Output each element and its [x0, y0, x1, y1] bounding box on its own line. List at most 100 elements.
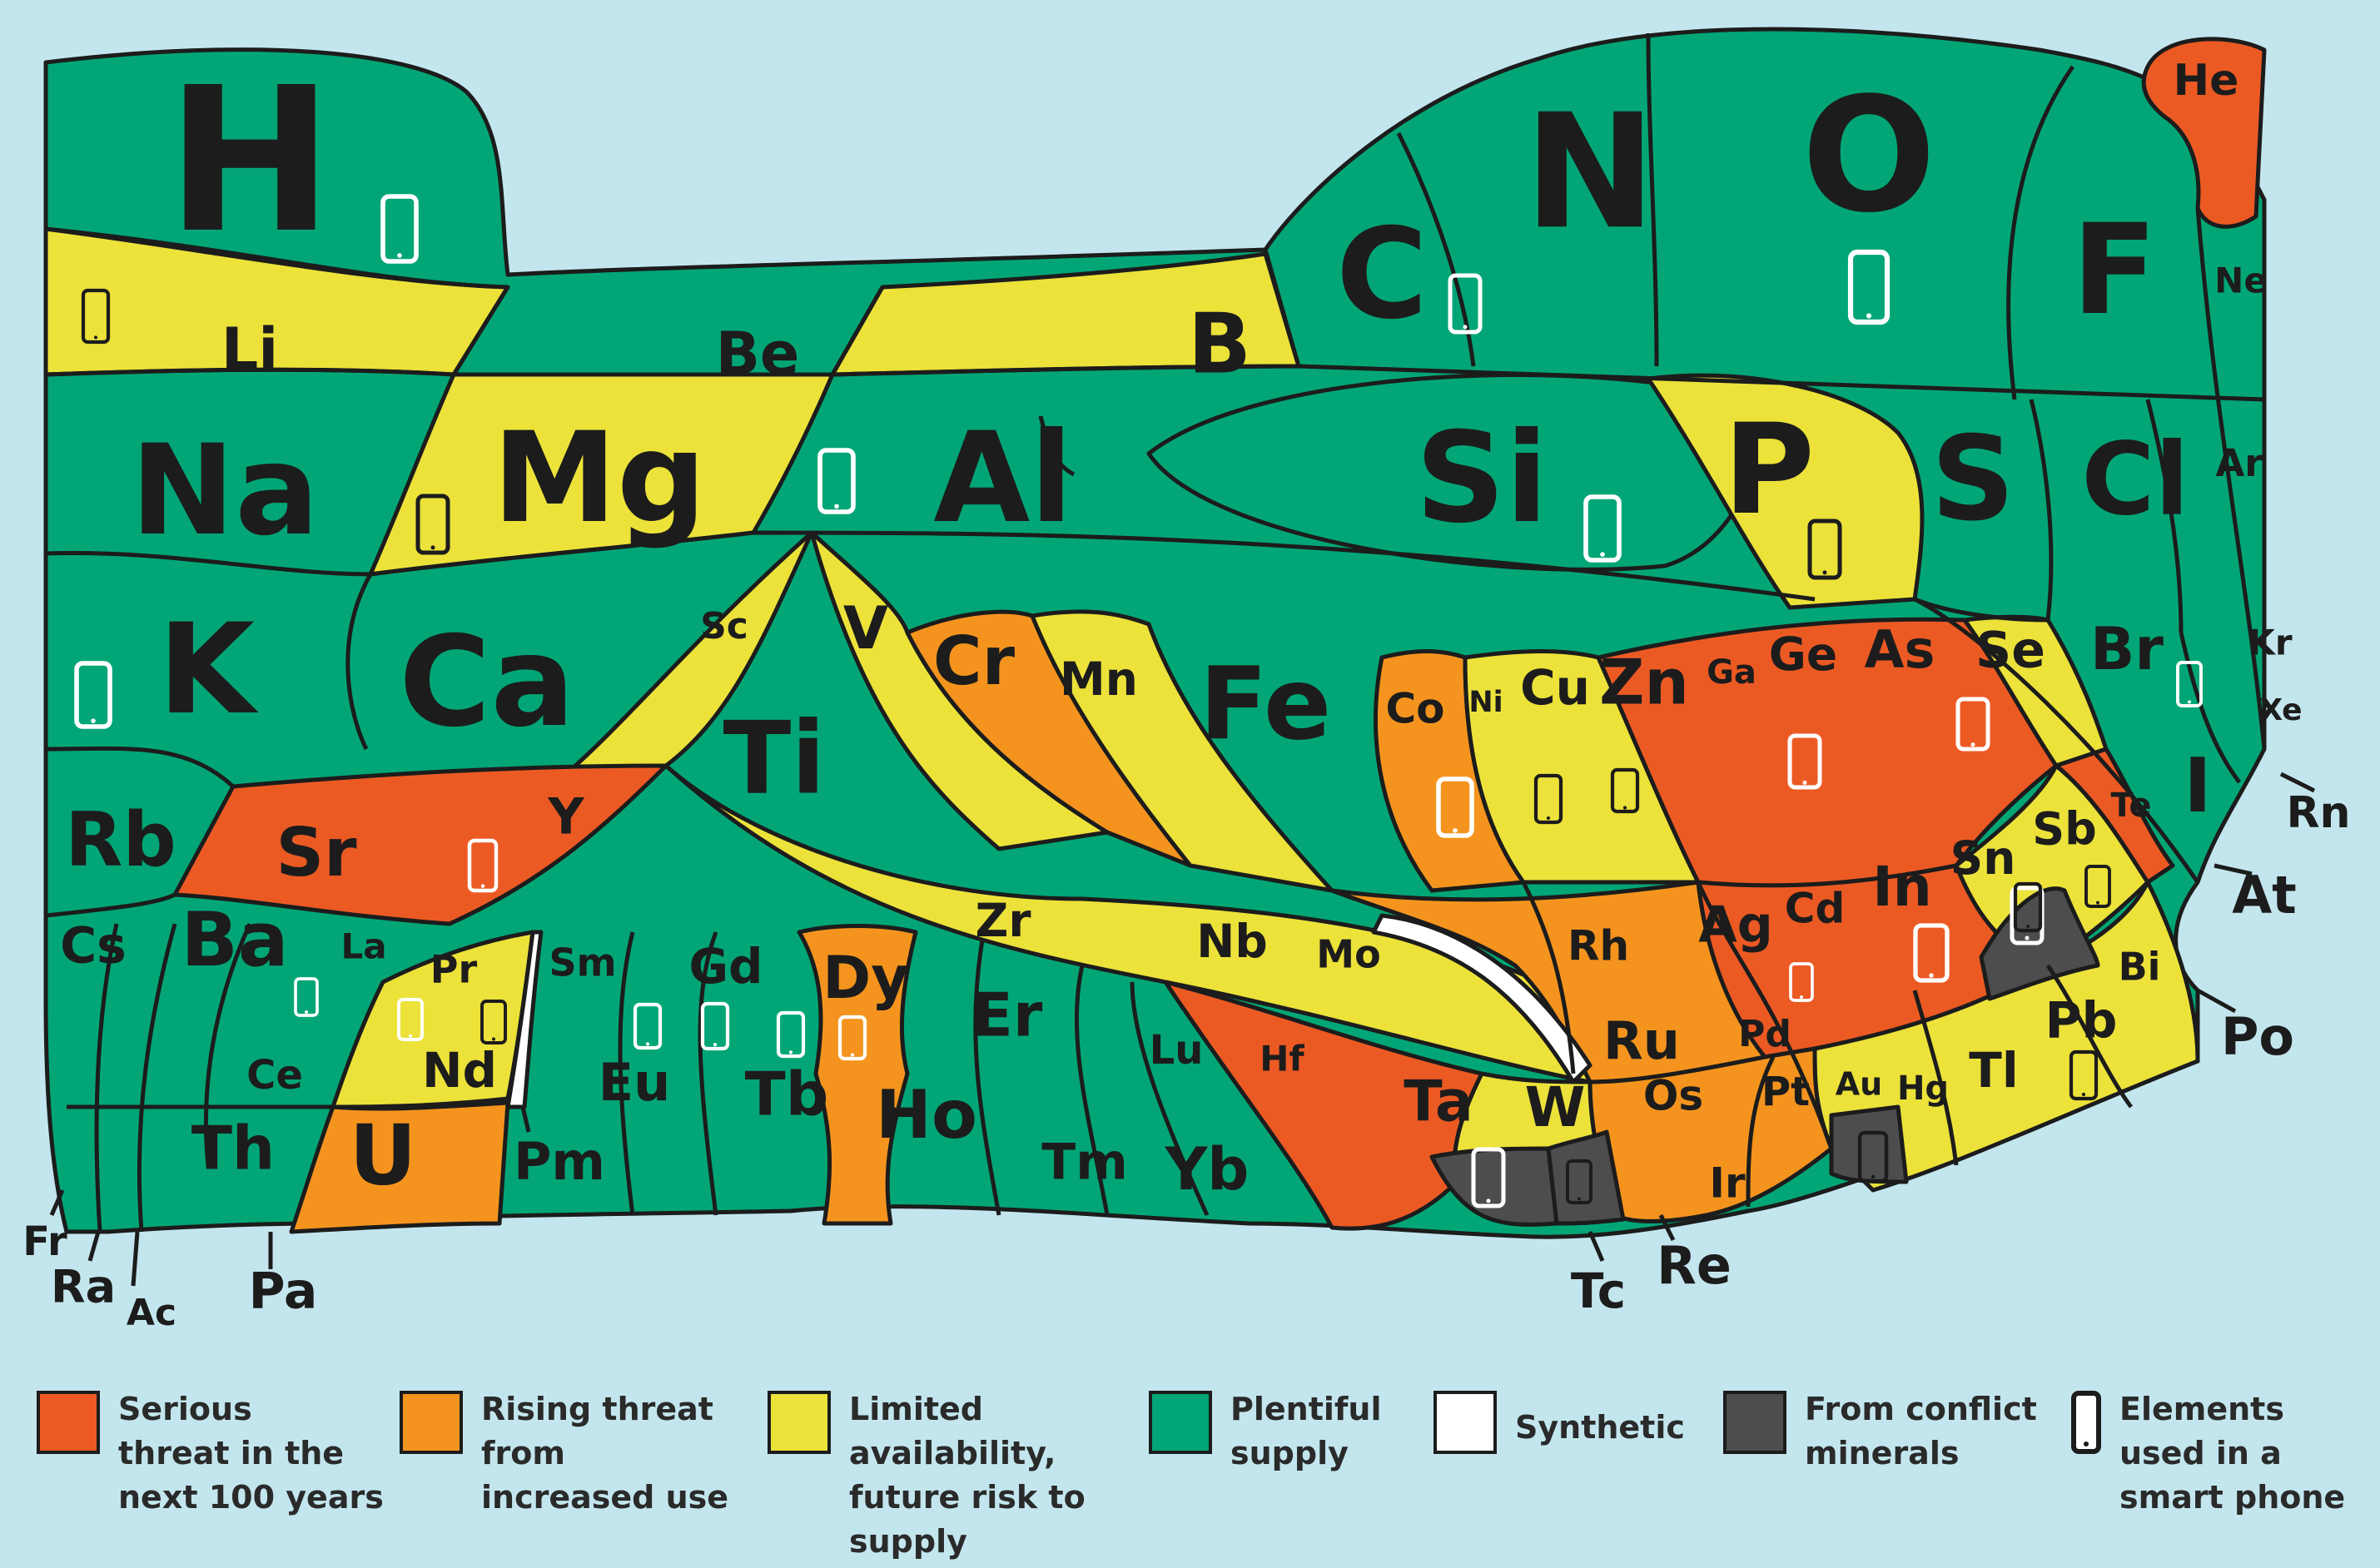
legend-synthetic: Synthetic — [1433, 1387, 1685, 1454]
element-symbol-pr: Pr — [430, 947, 478, 992]
element-symbol-sb: Sb — [2032, 803, 2097, 856]
element-symbol-n: N — [1523, 80, 1656, 264]
element-symbol-gd: Gd — [688, 938, 763, 995]
element-symbol-sc: Sc — [700, 605, 748, 648]
element-symbol-os: Os — [1643, 1072, 1703, 1120]
element-symbol-ti: Ti — [723, 702, 826, 817]
element-symbol-sr: Sr — [276, 814, 357, 891]
smartphone-icon — [1448, 273, 1483, 335]
legend-conflict-swatch — [1723, 1391, 1786, 1454]
element-symbol-pb: Pb — [2045, 992, 2118, 1050]
element-symbol-pm: Pm — [514, 1131, 605, 1192]
element-symbol-li: Li — [221, 315, 279, 384]
region-tc — [1371, 913, 1592, 1084]
legend-limited: Limited availability, future risk to sup… — [768, 1387, 1086, 1564]
smartphone-icon — [1471, 1147, 1506, 1208]
smartphone-icon — [776, 1010, 806, 1059]
element-symbol-bi: Bi — [2119, 945, 2161, 990]
element-symbol-si: Si — [1415, 406, 1548, 551]
legend-synthetic-label: Synthetic — [1515, 1409, 1685, 1446]
element-symbol-yb: Yb — [1165, 1135, 1250, 1203]
element-symbol-sn: Sn — [1950, 831, 2016, 885]
smartphone-icon — [294, 977, 319, 1017]
element-symbol-cl: Cl — [2081, 423, 2189, 538]
smartphone-icon — [2013, 881, 2043, 933]
element-symbol-ac: Ac — [127, 1292, 176, 1334]
legend-plentiful-label: Plentiful supply — [1230, 1391, 1382, 1471]
element-symbol-u: U — [349, 1106, 416, 1203]
legend-limited-swatch — [768, 1391, 831, 1454]
element-symbol-he: He — [2174, 56, 2239, 106]
smartphone-icon — [74, 661, 112, 729]
element-symbol-la: La — [340, 926, 386, 967]
element-symbol-cr: Cr — [933, 623, 1016, 700]
element-symbol-rn: Rn — [2286, 788, 2350, 838]
smartphone-icon — [817, 448, 856, 514]
element-symbol-s: S — [1931, 412, 2015, 548]
element-symbol-mo: Mo — [1316, 932, 1380, 977]
element-symbol-au: Au — [1836, 1066, 1882, 1103]
legend-rising-swatch — [400, 1391, 463, 1454]
element-symbol-sm: Sm — [549, 940, 616, 985]
leader-line-re — [1658, 1213, 1676, 1242]
smartphone-icon — [1533, 773, 1563, 825]
region-au-conflict — [1829, 1104, 1909, 1184]
leader-line-ac — [131, 1231, 140, 1287]
element-symbol-h: H — [166, 44, 334, 277]
element-symbol-co: Co — [1385, 685, 1444, 733]
element-symbol-p: P — [1723, 398, 1815, 543]
smartphone-icon — [1857, 1130, 1889, 1183]
legend-rising: Rising threat from increased use — [400, 1387, 728, 1520]
legend-phone: Elements used in a smart phone — [2071, 1387, 2345, 1520]
legend-rising-label: Rising threat from increased use — [481, 1391, 729, 1516]
smartphone-icon — [1789, 962, 1814, 1002]
smartphone-icon — [480, 1000, 507, 1045]
region-te — [2054, 747, 2175, 885]
element-symbol-f: F — [2072, 198, 2157, 343]
element-symbol-mg: Mg — [493, 406, 707, 551]
element-symbol-hg: Hg — [1897, 1069, 1949, 1108]
element-symbol-ir: Ir — [1709, 1159, 1746, 1208]
smartphone-icon — [1436, 777, 1474, 838]
element-symbol-pa: Pa — [249, 1263, 318, 1321]
region-sr-y — [172, 763, 668, 926]
element-symbol-ta: Ta — [1404, 1069, 1473, 1135]
element-symbol-se: Se — [1975, 622, 2045, 680]
element-symbol-br: Br — [2090, 615, 2164, 683]
element-symbol-hf: Hf — [1260, 1039, 1304, 1079]
smartphone-icon — [700, 1001, 730, 1051]
leader-line-fr — [49, 1189, 65, 1216]
smartphone-icon — [397, 998, 424, 1041]
element-symbol-tl: Tl — [1969, 1042, 2018, 1099]
element-symbol-b: B — [1188, 295, 1251, 392]
element-symbol-tb: Tb — [745, 1059, 829, 1129]
element-symbol-ga: Ga — [1707, 653, 1756, 692]
legend-serious-swatch — [37, 1391, 100, 1454]
element-symbol-at: At — [2232, 865, 2297, 925]
element-symbol-ni: Ni — [1468, 686, 1503, 719]
region-dy — [797, 924, 918, 1226]
element-symbol-ru: Ru — [1603, 1010, 1680, 1071]
element-symbol-rh: Rh — [1568, 922, 1629, 970]
element-symbol-kr: Kr — [2248, 623, 2293, 663]
smartphone-icon — [2176, 661, 2203, 707]
element-symbol-k: K — [158, 598, 259, 742]
element-symbol-be: Be — [716, 320, 800, 388]
element-symbol-nb: Nb — [1196, 915, 1267, 968]
element-symbol-zr: Zr — [975, 894, 1031, 947]
leader-line-at — [2214, 863, 2253, 876]
element-symbol-rb: Rb — [65, 796, 176, 884]
element-symbol-na: Na — [131, 419, 320, 563]
element-symbol-y: Y — [547, 788, 585, 846]
smartphone-icon — [1847, 249, 1891, 325]
element-symbol-c: C — [1336, 202, 1428, 347]
smartphone-icon — [2071, 1391, 2101, 1454]
element-symbol-ba: Ba — [181, 896, 288, 984]
element-symbol-ce: Ce — [246, 1052, 303, 1099]
smartphone-icon — [1583, 494, 1622, 563]
element-symbol-pt: Pt — [1761, 1069, 1810, 1115]
smartphone-icon — [415, 494, 450, 555]
smartphone-icon — [81, 288, 111, 345]
element-symbol-tc: Tc — [1571, 1263, 1626, 1319]
